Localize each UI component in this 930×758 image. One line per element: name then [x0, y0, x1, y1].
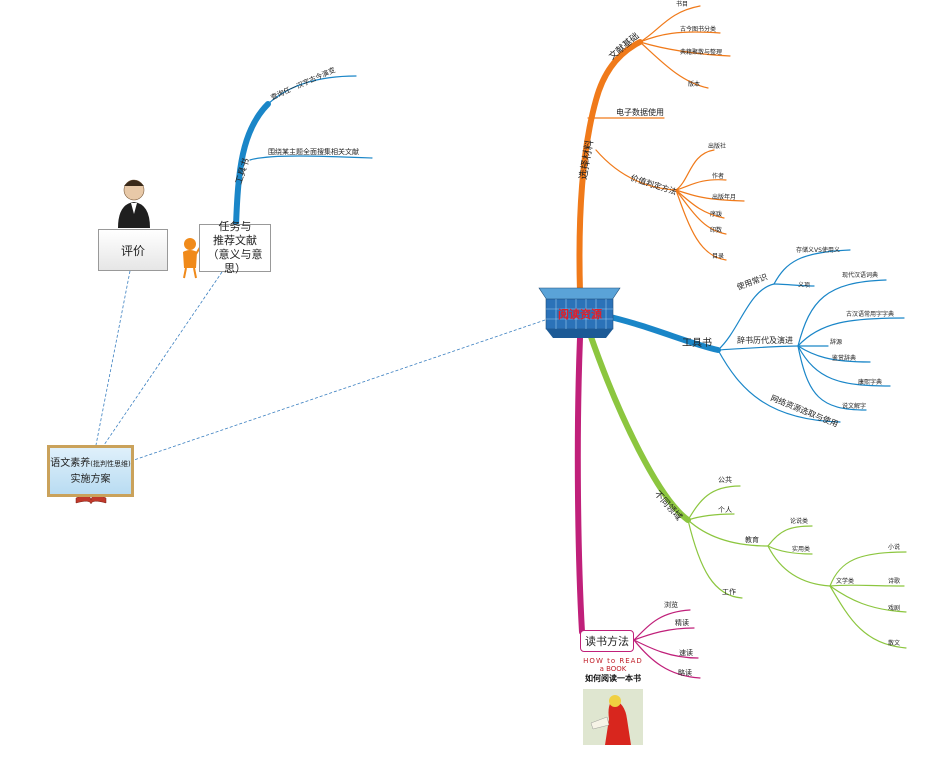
reading-box[interactable]: 读书方法: [580, 630, 634, 652]
value-item-2: 出版年月: [712, 193, 736, 201]
reading-item-0: 浏览: [664, 600, 678, 609]
connector-task-plan: [103, 271, 223, 446]
history-label: 辞书历代及演进: [737, 335, 793, 345]
book-title-2: a BOOK: [599, 665, 627, 673]
book-cover: HOW to READ a BOOK 如何阅读一本书: [583, 657, 643, 745]
education-item-1: 实用类: [792, 545, 810, 553]
wenxian-item-2: 典籍聚散与整理: [680, 48, 722, 56]
reading-item-1: 精读: [675, 618, 689, 627]
literature-item-0: 小说: [888, 543, 900, 551]
digital-label: 电子数据使用: [616, 107, 664, 117]
reading-branch: [574, 335, 701, 679]
history-item-1: 古汉语常用字字典: [846, 310, 894, 318]
left-tool-label: 工具书: [233, 157, 252, 186]
fields-item-0: 公共: [718, 475, 732, 484]
wenxian-item-3: 版本: [688, 80, 700, 88]
task-box[interactable]: 任务与 推荐文献 （意义与意思）: [199, 220, 271, 275]
plan-box[interactable]: 语文素养(批判性思维) 实施方案: [47, 445, 134, 497]
history-item-5: 说文解字: [842, 402, 866, 410]
dashed-connectors: [95, 270, 546, 461]
literature-item-2: 戏剧: [888, 604, 900, 612]
history-item-4: 康熙字典: [858, 378, 882, 386]
left-tool-branch: [233, 75, 373, 229]
connector-center-plan: [133, 319, 546, 461]
book-title-3: 如何阅读一本书: [585, 674, 641, 683]
education-label: 教育: [745, 535, 759, 544]
literature-item-3: 散文: [888, 639, 900, 647]
book-title-1: HOW to READ: [583, 657, 643, 665]
fields-item-1: 个人: [718, 506, 732, 514]
value-item-4: 印数: [710, 226, 722, 234]
literature-label: 文学类: [836, 577, 854, 585]
plan-line-1-small: (批判性思维): [90, 459, 131, 468]
fields-item-2: 工作: [722, 587, 736, 596]
value-item-5: 目录: [712, 252, 724, 260]
book-illustration: [583, 689, 643, 745]
left-tool-item-1: 围绕某主题全面搜集相关文献: [268, 147, 359, 156]
task-line-1: 任务与: [218, 220, 252, 233]
reading-item-3: 略读: [678, 668, 692, 677]
plan-line-1: 语文素养: [50, 457, 91, 469]
center-label: 阅读资源: [558, 307, 602, 321]
education-item-0: 论说类: [790, 517, 808, 525]
select-materials-label: 选择材料: [576, 139, 596, 181]
usage-item-1: 义项: [798, 282, 810, 289]
fields-branch: [587, 331, 907, 649]
task-line-3: （意义与意思）: [207, 248, 263, 275]
reading-item-2: 速读: [679, 648, 693, 657]
connector-eval-plan: [95, 270, 131, 446]
value-item-3: 序跋: [710, 210, 722, 218]
select-materials-branch: [576, 5, 745, 295]
presenter-figure: [118, 179, 150, 228]
wenxian-item-1: 古今图书分类: [680, 25, 716, 33]
tools-branch: [603, 249, 905, 423]
tools-label: 工具书: [682, 337, 712, 349]
pointer-figure: [183, 238, 203, 279]
left-tool-item-0: 查询任一汉字古今演变: [269, 65, 337, 102]
usage-item-0: 存储义VS使用义: [796, 246, 840, 254]
center-node[interactable]: 阅读资源: [538, 287, 621, 338]
literature-item-1: 诗歌: [888, 577, 900, 585]
reading-label: 读书方法: [585, 635, 629, 648]
history-item-2: 辞源: [830, 338, 842, 346]
history-item-0: 现代汉语词典: [842, 271, 878, 279]
evaluation-label: 评价: [120, 243, 145, 258]
task-line-2: 推荐文献: [213, 234, 257, 247]
value-item-1: 作者: [712, 172, 724, 180]
wenxian-item-0: 书目: [676, 0, 688, 8]
history-item-3: 鉴赏辞典: [832, 354, 856, 362]
value-label: 价值判定方法: [629, 172, 678, 196]
value-item-0: 出版社: [708, 142, 726, 150]
evaluation-box[interactable]: 评价: [98, 229, 168, 271]
fields-label: 不同领域: [652, 488, 685, 523]
plan-line-2: 实施方案: [70, 473, 111, 485]
